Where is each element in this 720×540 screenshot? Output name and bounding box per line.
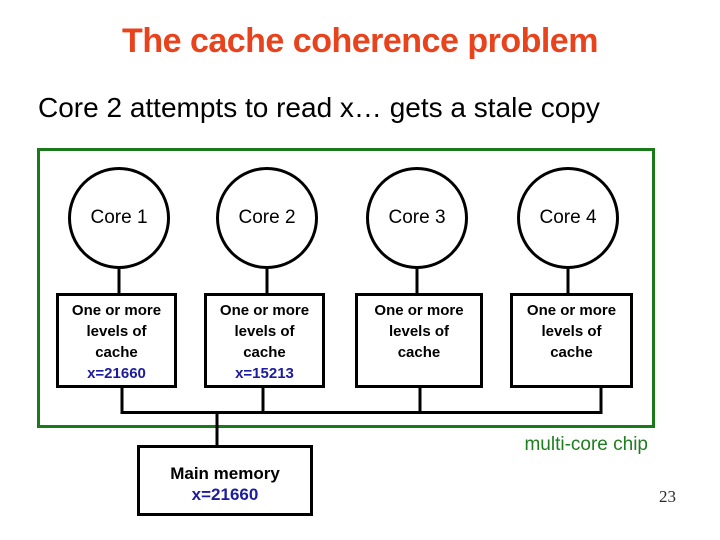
core-1-node: Core 1 [68,167,170,269]
cache-3-line3: cache [397,344,441,361]
cache-3-line2: levels of [388,323,450,340]
slide-subtitle: Core 2 attempts to read x… gets a stale … [38,92,600,123]
multicore-chip-label: multi-core chip [524,434,648,455]
core-2-node: Core 2 [216,167,318,269]
cache-4-line3: cache [550,344,593,361]
cache-4-line2: levels of [541,323,602,340]
core-2-label: Core 2 [238,207,296,228]
cache-3-line1: One or more [374,302,464,319]
core-3-node: Core 3 [366,167,468,269]
core-1-label: Core 1 [90,207,148,228]
cache-2-value: x=15213 [235,365,294,382]
cache-4-line1: One or more [526,302,617,319]
core-4-node: Core 4 [517,167,619,269]
main-memory-label: Main memory [170,464,280,483]
slide-title: The cache coherence problem [122,22,598,60]
cache-box-4: One or more levels of cache [510,293,633,388]
cache-2-line3: cache [243,344,286,361]
main-memory-value: x=21660 [191,485,259,504]
cache-1-value: x=21660 [87,365,146,382]
main-memory-box: Main memory x=21660 [137,445,313,516]
cache-box-2: One or more levels of cache x=15213 [204,293,325,388]
cache-1-line3: cache [95,344,138,361]
cache-1-line2: levels of [86,323,147,340]
cache-2-line2: levels of [234,323,295,340]
cache-2-line1: One or more [219,302,310,319]
core-3-label: Core 3 [388,207,446,228]
core-4-label: Core 4 [539,207,597,228]
cache-box-1: One or more levels of cache x=21660 [56,293,177,388]
cache-box-3: One or more levels of cache [355,293,483,388]
cache-1-line1: One or more [71,302,162,319]
page-number: 23 [659,487,676,506]
